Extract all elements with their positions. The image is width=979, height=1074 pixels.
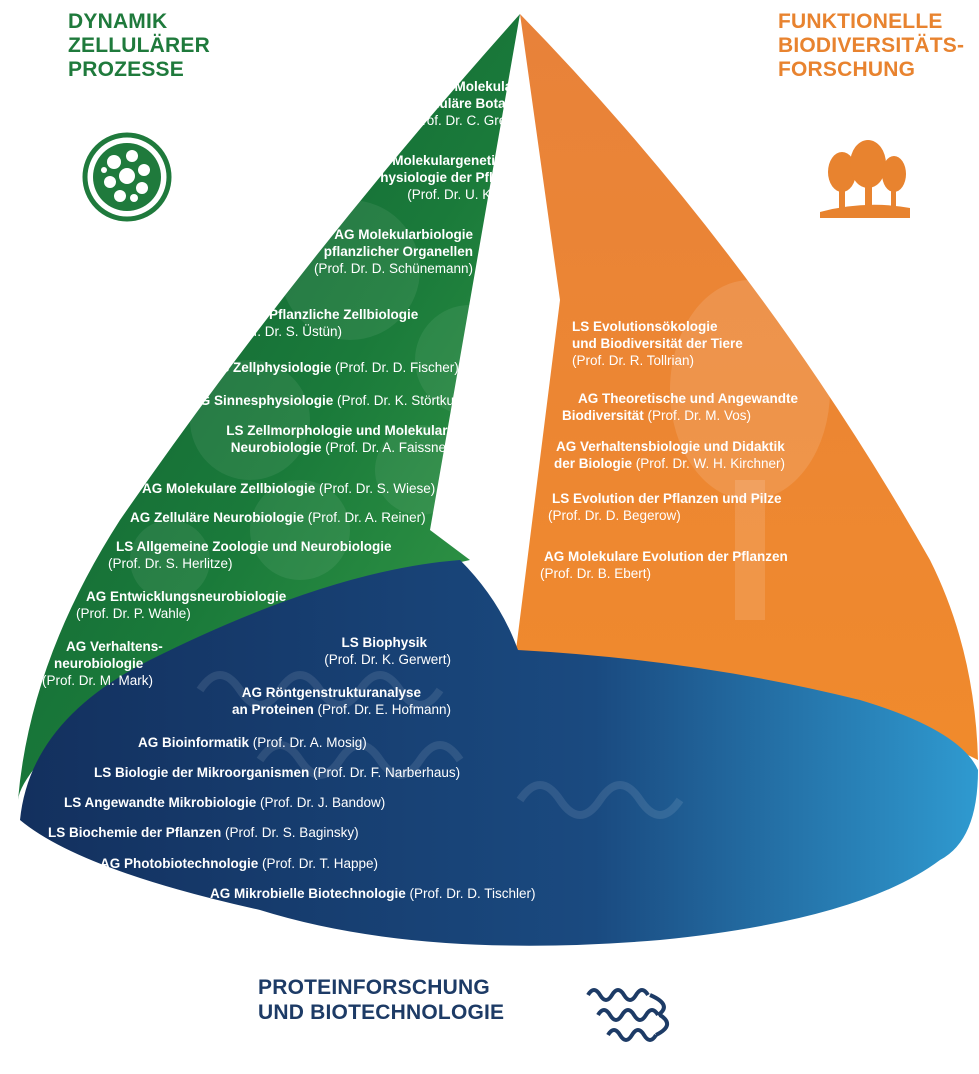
blue-segment xyxy=(20,560,978,946)
tree-watermark xyxy=(670,280,830,620)
heading-green-line: PROZESSE xyxy=(68,58,184,81)
heading-green-line: ZELLULÄRER xyxy=(68,34,210,57)
heading-orange: FUNKTIONELLE BIODIVERSITÄTS- FORSCHUNG xyxy=(778,10,964,82)
green-segment xyxy=(18,14,520,800)
helix-watermark xyxy=(196,671,684,819)
orange-segment xyxy=(516,14,978,760)
trees-icon xyxy=(820,140,910,218)
cell-texture xyxy=(130,200,525,600)
heading-blue-line: UND BIOTECHNOLOGIE xyxy=(258,1001,505,1024)
heading-blue-line: PROTEINFORSCHUNG xyxy=(258,976,490,999)
heading-green: DYNAMIK ZELLULÄRER PROZESSE xyxy=(68,10,210,82)
heading-blue: PROTEINFORSCHUNG UND BIOTECHNOLOGIE xyxy=(258,975,504,1025)
heading-orange-line: FORSCHUNG xyxy=(778,58,916,81)
heading-orange-line: BIODIVERSITÄTS- xyxy=(778,34,965,57)
heading-orange-line: FUNKTIONELLE xyxy=(778,10,943,33)
protein-helix-icon xyxy=(586,988,669,1042)
cell-icon xyxy=(82,132,172,222)
heading-green-line: DYNAMIK xyxy=(68,10,168,33)
